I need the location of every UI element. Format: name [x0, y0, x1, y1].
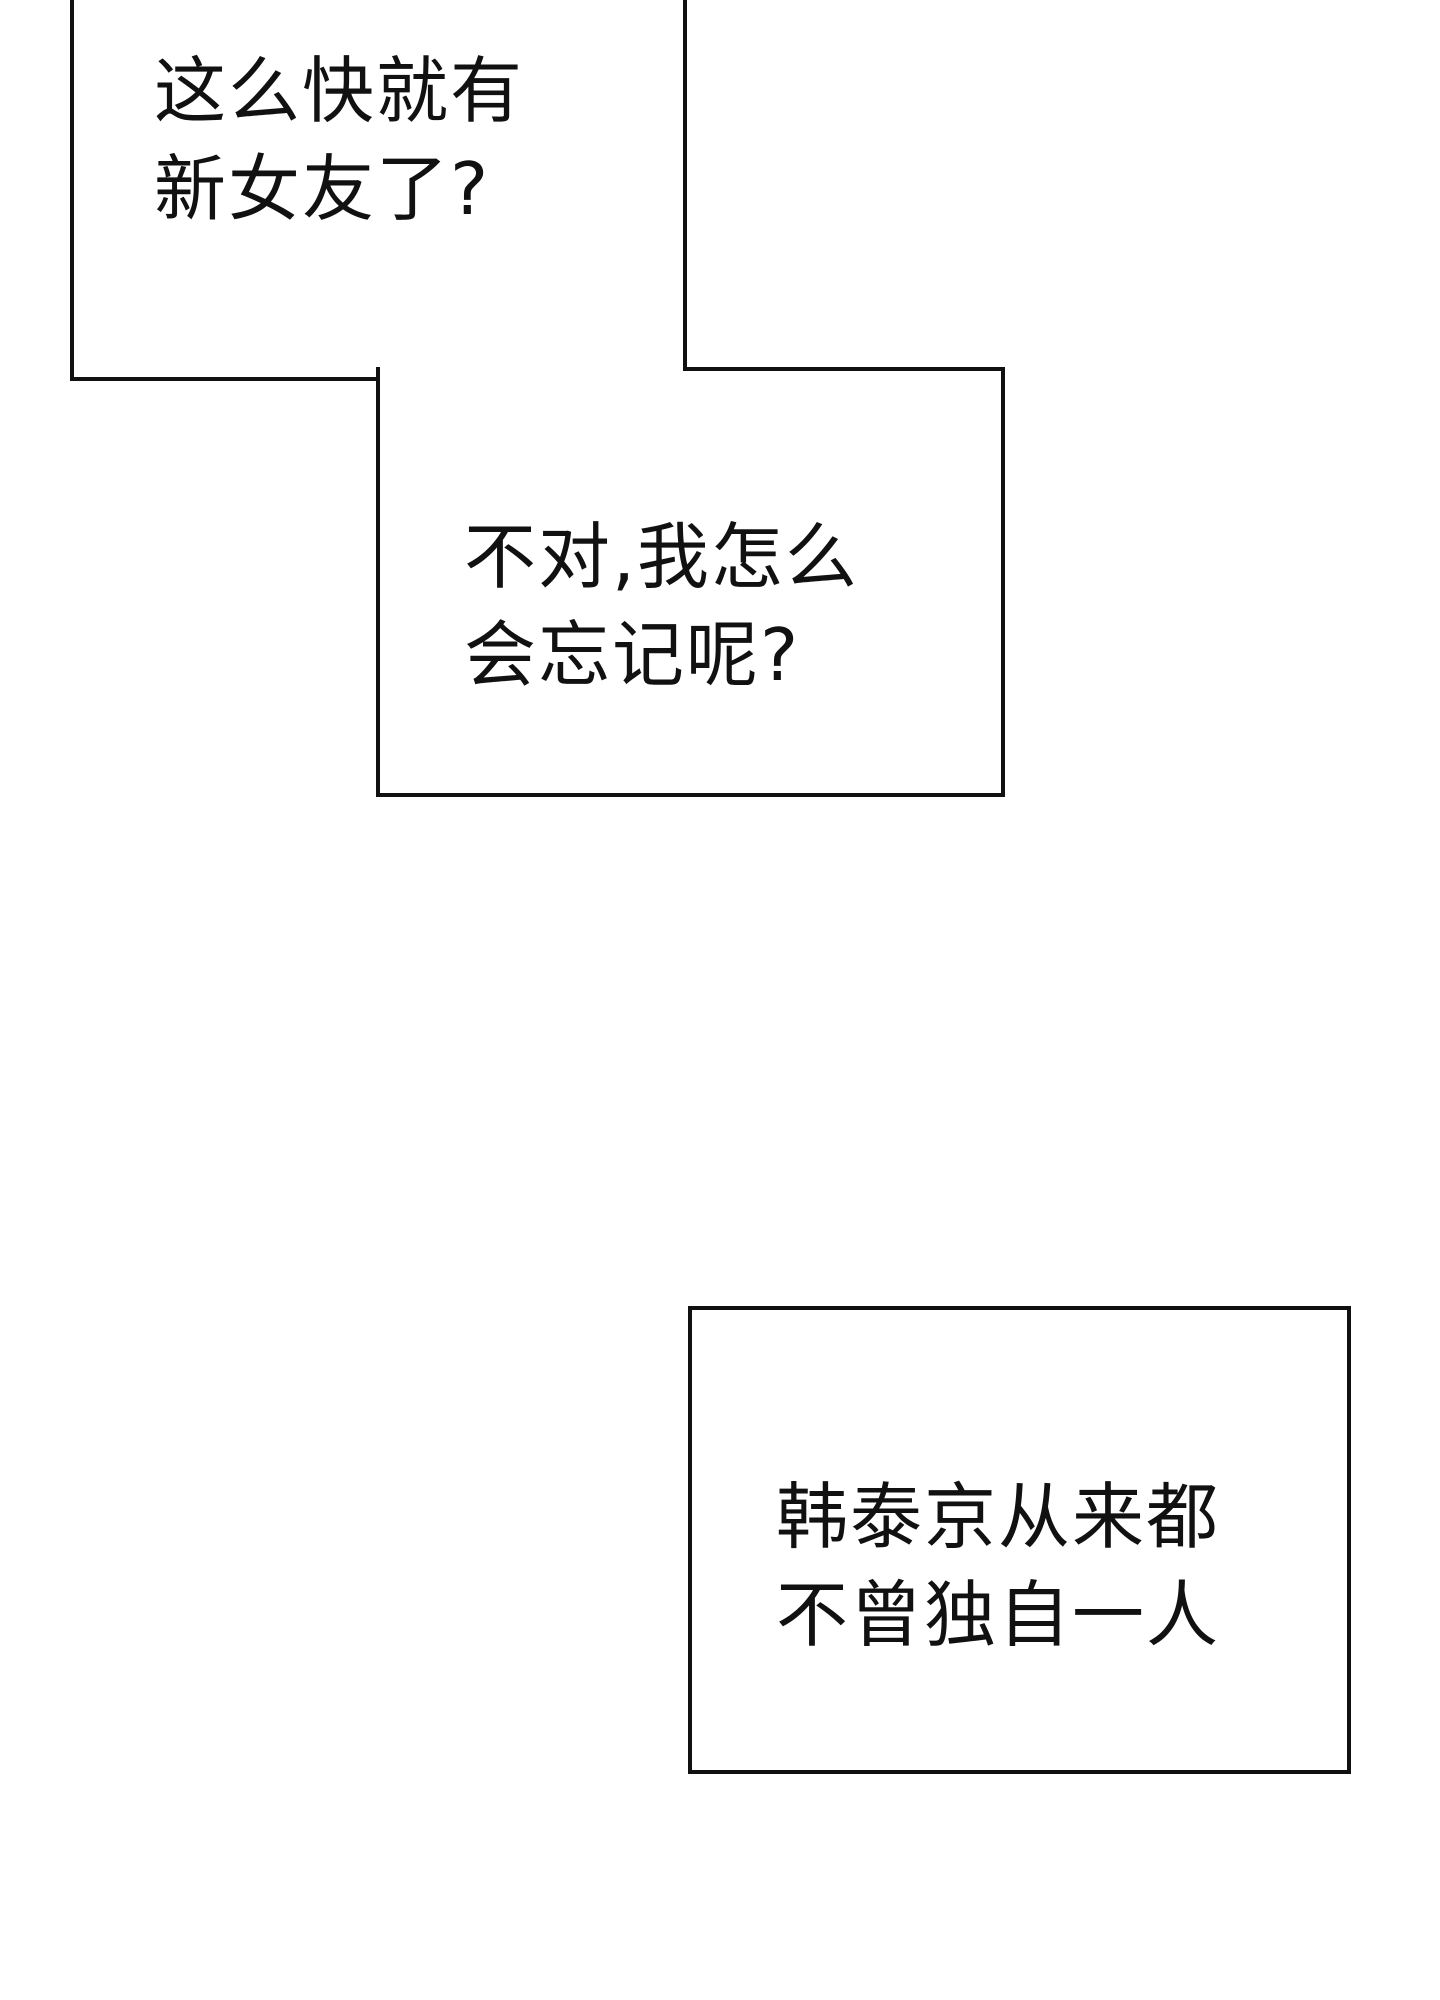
- speech-text-top-line2: 新女友了?: [154, 147, 491, 231]
- caption-box: [688, 1306, 1351, 1774]
- speech-text-middle-line1: 不对,我怎么: [464, 515, 859, 599]
- box-overlap-mask: [380, 300, 683, 379]
- speech-text-top: 这么快就有 新女友了?: [154, 42, 524, 238]
- caption-text: 韩泰京从来都 不曾独自一人: [776, 1468, 1220, 1664]
- speech-text-middle: 不对,我怎么 会忘记呢?: [464, 508, 859, 704]
- speech-text-middle-line2: 会忘记呢?: [464, 613, 801, 697]
- caption-text-line2: 不曾独自一人: [776, 1573, 1221, 1657]
- speech-text-top-line1: 这么快就有: [154, 49, 525, 133]
- caption-text-line1: 韩泰京从来都: [776, 1475, 1221, 1559]
- speech-box-middle: [376, 367, 1005, 797]
